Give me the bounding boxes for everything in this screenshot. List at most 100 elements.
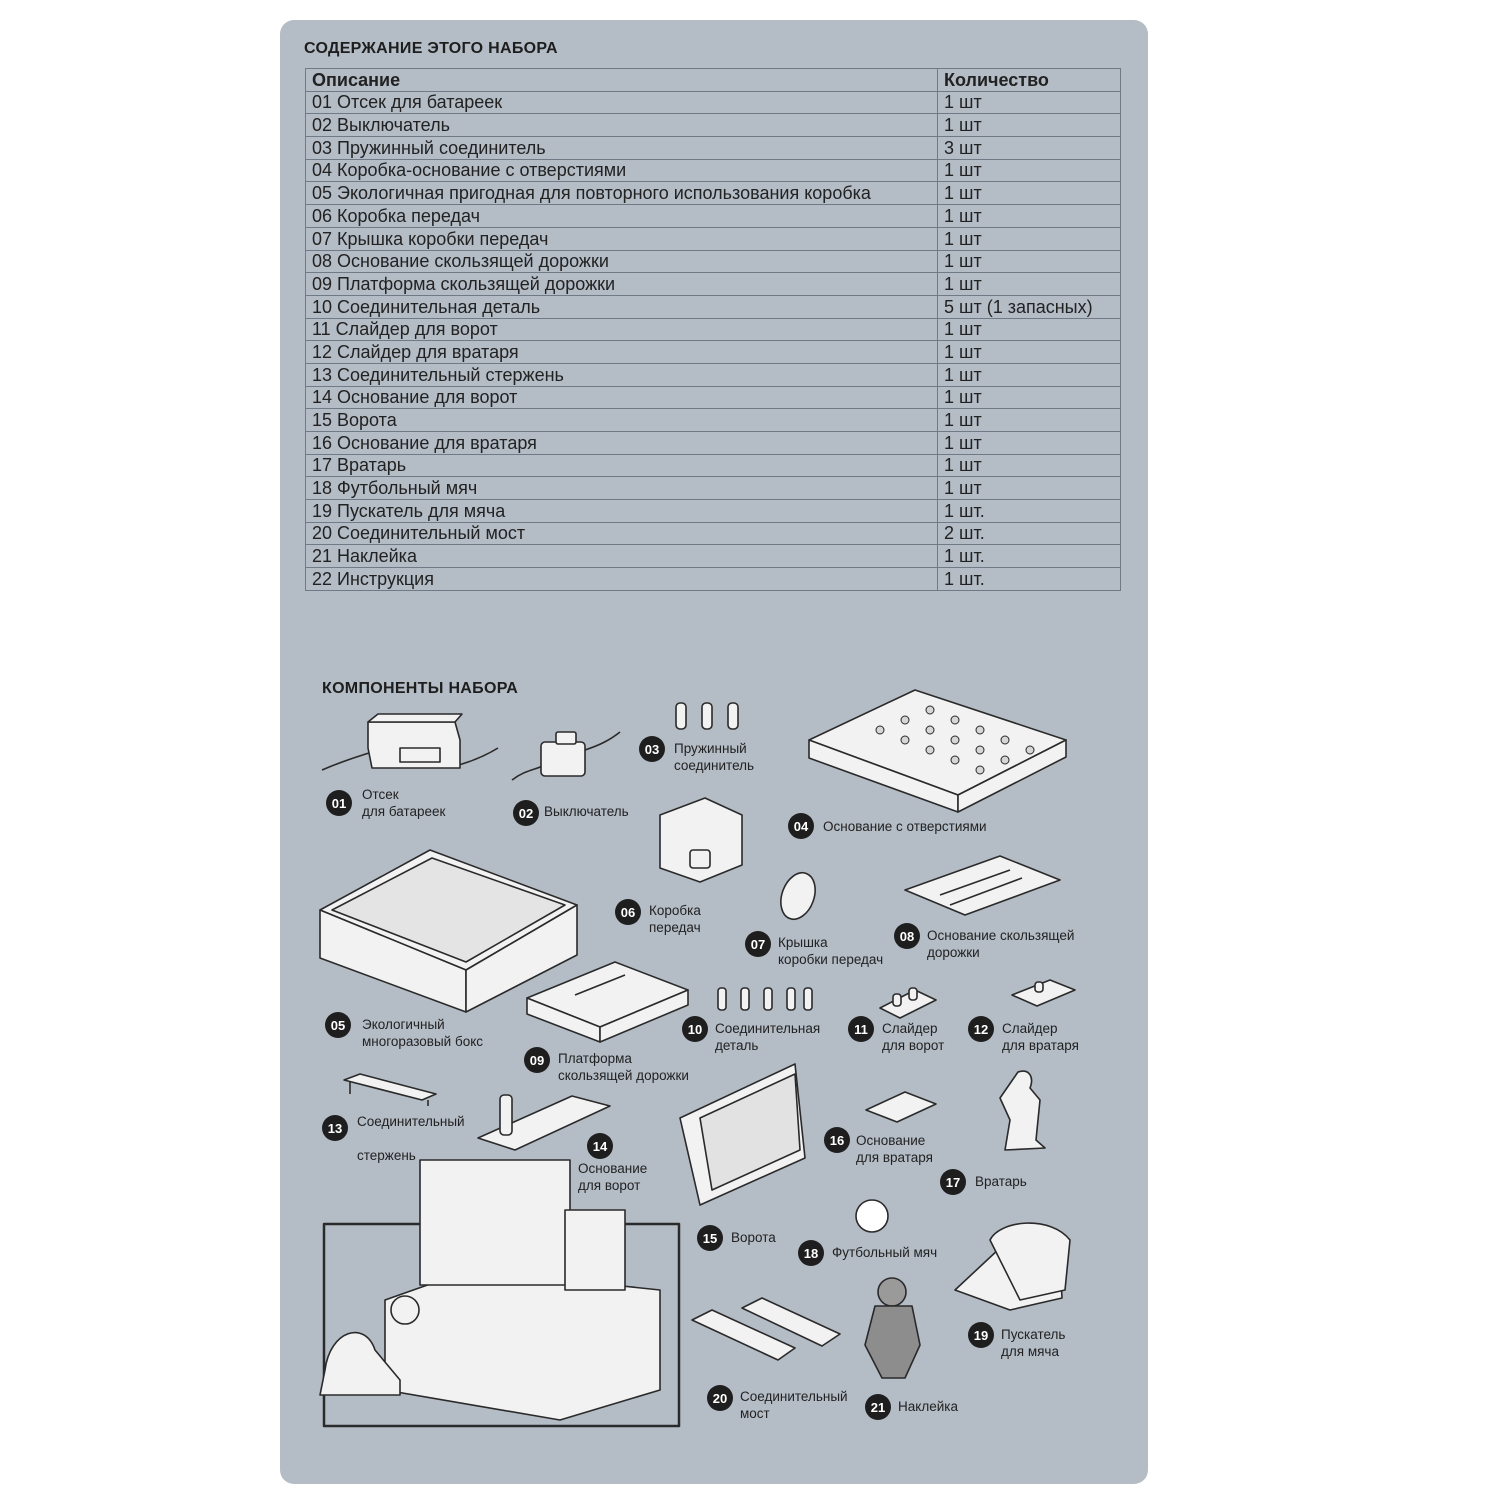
component-number-badge: 19	[968, 1322, 994, 1348]
component-label: Вратарь	[975, 1174, 1027, 1189]
sticker-drawing	[864, 1277, 921, 1379]
connection-parts-drawing	[717, 987, 813, 1011]
component-number-badge: 20	[707, 1385, 733, 1411]
component-label: Футбольный мяч	[832, 1245, 938, 1260]
goalkeeper-drawing	[999, 1070, 1046, 1151]
component-number-badge: 08	[894, 923, 920, 949]
component-number-badge: 18	[798, 1240, 824, 1266]
row-description: 07 Крышка коробки передач	[305, 226, 938, 251]
row-description: 09 Платформа скользящей дорожки	[305, 272, 938, 296]
component-number-badge: 04	[788, 813, 814, 839]
component-number-badge: 10	[682, 1016, 708, 1042]
component-label: Крышка коробки передач	[778, 935, 884, 967]
ball-launcher-drawing	[954, 1222, 1071, 1311]
connecting-bridges-drawing	[691, 1297, 841, 1361]
spring-connectors-drawing	[675, 702, 739, 730]
component-label: Основание для ворот	[578, 1161, 648, 1193]
component-number-badge: 02	[513, 800, 539, 826]
row-description: 10 Соединительная деталь	[305, 294, 938, 319]
row-quantity: 1 шт	[937, 431, 1121, 455]
row-description: 16 Основание для вратаря	[305, 431, 938, 455]
gear-box-drawing	[659, 797, 743, 883]
component-label: Экологичный многоразовый бокс	[362, 1017, 484, 1049]
row-description: 17 Вратарь	[305, 453, 938, 478]
component-number-badge: 05	[325, 1012, 351, 1038]
goalkeeper-base-drawing	[865, 1091, 937, 1123]
component-number-badge: 21	[865, 1394, 891, 1420]
component-label: Основание для вратаря	[856, 1133, 933, 1165]
component-number-badge: 03	[639, 736, 665, 762]
component-number-badge: 11	[848, 1016, 874, 1042]
table-row: 05 Экологичная пригодная для повторного …	[305, 181, 1121, 206]
gearbox-cover-drawing	[780, 871, 816, 921]
row-quantity: 1 шт	[937, 181, 1121, 206]
component-label: Соединительная деталь	[715, 1021, 821, 1053]
component-label: Ворота	[731, 1230, 776, 1245]
switch-drawing	[511, 731, 621, 781]
gate-base-drawing	[477, 1094, 611, 1151]
row-description: 14 Основание для ворот	[305, 385, 938, 410]
row-quantity: 1 шт	[937, 226, 1121, 251]
component-label: Основание скользящей дорожки	[927, 928, 1075, 960]
row-quantity: 5 шт (1 запасных)	[937, 294, 1121, 319]
ball-drawing	[855, 1199, 889, 1233]
contents-title: СОДЕРЖАНИЕ ЭТОГО НАБОРА	[304, 40, 558, 57]
base-with-holes-drawing	[808, 689, 1067, 813]
component-number-badge: 15	[697, 1225, 723, 1251]
component-number-badge: 01	[326, 790, 352, 816]
row-quantity: 1 шт.	[937, 567, 1121, 591]
row-quantity: 1 шт	[937, 476, 1121, 501]
gate-slider-drawing	[879, 987, 937, 1019]
component-number-badge: 16	[824, 1127, 850, 1153]
component-label: Выключатель	[544, 804, 629, 819]
components-title: КОМПОНЕНТЫ НАБОРА	[322, 680, 519, 697]
component-label: Пружинный соединитель	[674, 741, 755, 773]
component-number-badge: 07	[745, 931, 771, 957]
row-quantity: 1 шт	[937, 340, 1121, 364]
component-number-badge: 09	[524, 1047, 550, 1073]
contents-table: Описание Количество 01 Отсек для батарее…	[305, 68, 1121, 591]
component-label: Отсек для батареек	[362, 787, 446, 819]
row-description: 04 Коробка-основание с отверстиями	[305, 158, 938, 183]
component-number-badge: 13	[322, 1115, 348, 1141]
row-quantity: 1 шт	[937, 90, 1121, 115]
component-label: Слайдер для ворот	[882, 1021, 945, 1053]
battery-box-drawing	[321, 713, 499, 771]
assembled-model-drawing	[319, 1159, 681, 1428]
component-label: Соединительный стержень	[357, 1114, 465, 1163]
row-quantity: 3 шт	[937, 136, 1121, 160]
component-label: Наклейка	[898, 1399, 958, 1414]
goal-drawing	[679, 1063, 806, 1206]
row-description: 08 Основание скользящей дорожки	[305, 249, 938, 274]
component-label: Основание с отверстиями	[823, 819, 987, 834]
component-label: Коробка передач	[649, 903, 701, 935]
reusable-box-drawing	[319, 849, 578, 1013]
component-label: Пускатель для мяча	[1001, 1327, 1066, 1359]
component-number-badge: 12	[968, 1016, 994, 1042]
row-description: 06 Коробка передач	[305, 204, 938, 228]
component-number-badge: 17	[940, 1169, 966, 1195]
row-description: 19 Пускатель для мяча	[305, 499, 938, 523]
sliding-track-base-drawing	[904, 855, 1061, 916]
row-description: 22 Инструкция	[305, 567, 938, 591]
component-label: Платформа скользящей дорожки	[558, 1051, 689, 1083]
component-number-badge: 06	[615, 899, 641, 925]
sliding-track-platform-drawing	[526, 961, 689, 1043]
component-number-badge: 14	[587, 1133, 613, 1159]
row-quantity: 1 шт	[937, 408, 1121, 432]
